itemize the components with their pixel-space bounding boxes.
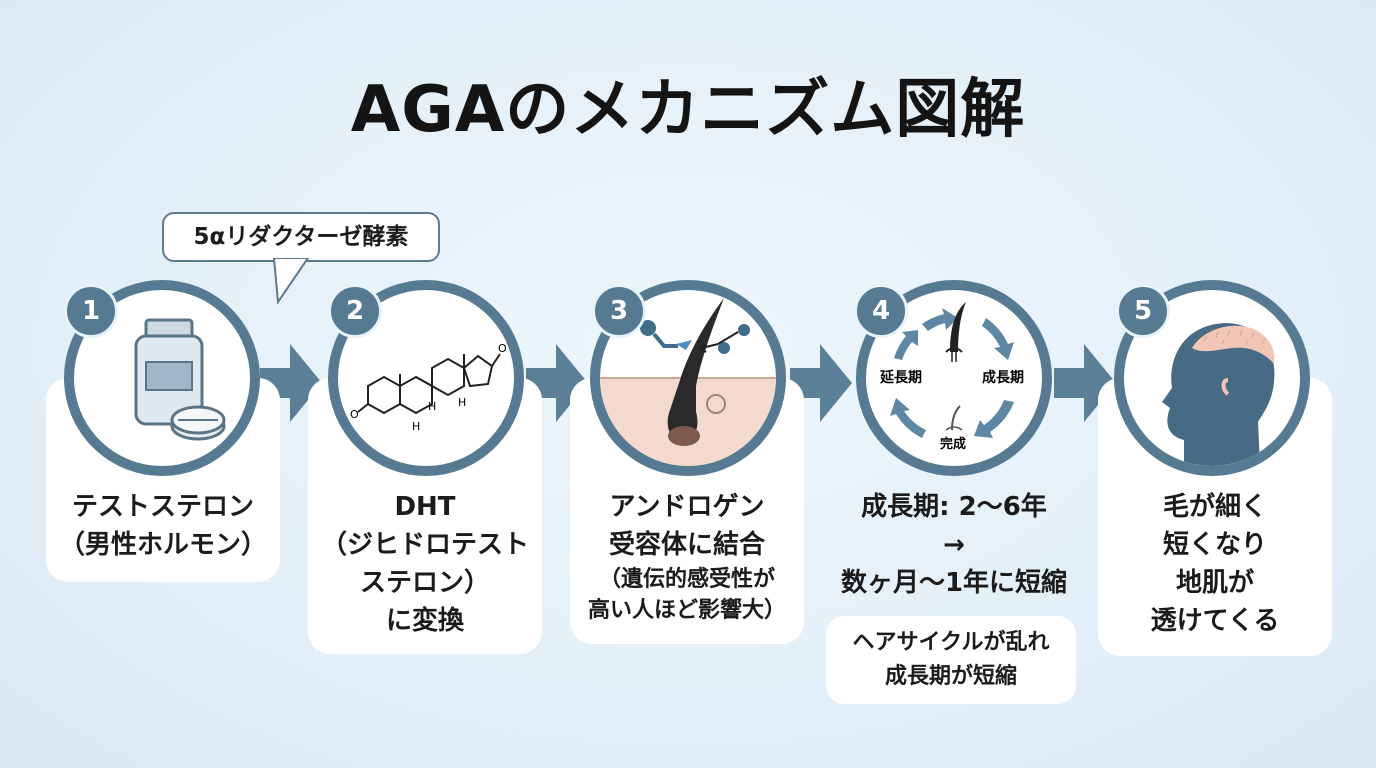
step-2-line: DHT <box>394 492 456 522</box>
step-4-line: 成長期: 2〜6年 <box>861 492 1047 522</box>
step-4-line: 数ヶ月〜1年に短縮 <box>840 568 1068 598</box>
atom-label: H <box>428 400 436 413</box>
step-5-line: 毛が細く <box>1162 492 1267 522</box>
step-2-line: に変換 <box>385 606 464 636</box>
medicine-bottle-icon <box>134 318 226 441</box>
step-5-badge: 5 <box>1116 284 1170 338</box>
step-3-note: 高い人ほど影響大） <box>587 598 786 623</box>
step-3-note: （遺伝的感受性が <box>598 567 775 592</box>
hair-receptor-icon <box>600 298 776 466</box>
atom-label: H <box>412 420 420 433</box>
step-2-line: （ジヒドロテスト <box>320 530 529 560</box>
hair-cycle-icon: 延長期 成長期 完成 <box>879 302 1024 452</box>
step-1-badge: 1 <box>64 284 118 338</box>
atom-label: H <box>458 396 466 409</box>
step-4-subnote-line: 成長期が短縮 <box>884 664 1017 689</box>
thinning-head-icon <box>1162 323 1275 466</box>
cycle-label-growth: 成長期 <box>982 369 1024 386</box>
step-1-line: （男性ホルモン） <box>58 530 267 560</box>
step-1-line: テストステロン <box>71 492 254 522</box>
callout-pointer <box>272 258 310 304</box>
page-title: AGAのメカニズム図解 <box>350 73 1026 147</box>
cycle-label-extension: 延長期 <box>879 369 922 386</box>
step-2-line: ステロン） <box>359 568 490 598</box>
step-5-line: 短くなり <box>1162 530 1267 560</box>
step-3-line: アンドロゲン <box>609 492 765 522</box>
dht-molecule-icon: O O H H H <box>350 342 507 433</box>
arrow-3-4 <box>790 344 852 422</box>
atom-label: O <box>350 408 359 421</box>
arrow-4-5 <box>1054 344 1116 422</box>
step-4-subnote: ヘアサイクルが乱れ 成長期が短縮 <box>826 616 1076 704</box>
step-4-line: → <box>943 530 965 560</box>
cycle-label-complete: 完成 <box>940 436 966 452</box>
step-5-line: 透けてくる <box>1150 606 1280 636</box>
arrow-1-2 <box>260 344 322 422</box>
enzyme-callout: 5αリダクターゼ酵素 <box>162 212 440 262</box>
step-5-line: 地肌が <box>1175 568 1254 598</box>
step-4-card: 成長期: 2〜6年 → 数ヶ月〜1年に短縮 <box>834 378 1074 604</box>
step-4-subnote-line: ヘアサイクルが乱れ <box>852 630 1050 655</box>
atom-label: O <box>498 342 507 355</box>
step-3-badge: 3 <box>592 284 646 338</box>
step-3-line: 受容体に結合 <box>608 530 765 560</box>
step-4-badge: 4 <box>854 284 908 338</box>
arrow-2-3 <box>526 344 588 422</box>
step-1-circle <box>64 280 260 476</box>
step-2-badge: 2 <box>328 284 382 338</box>
